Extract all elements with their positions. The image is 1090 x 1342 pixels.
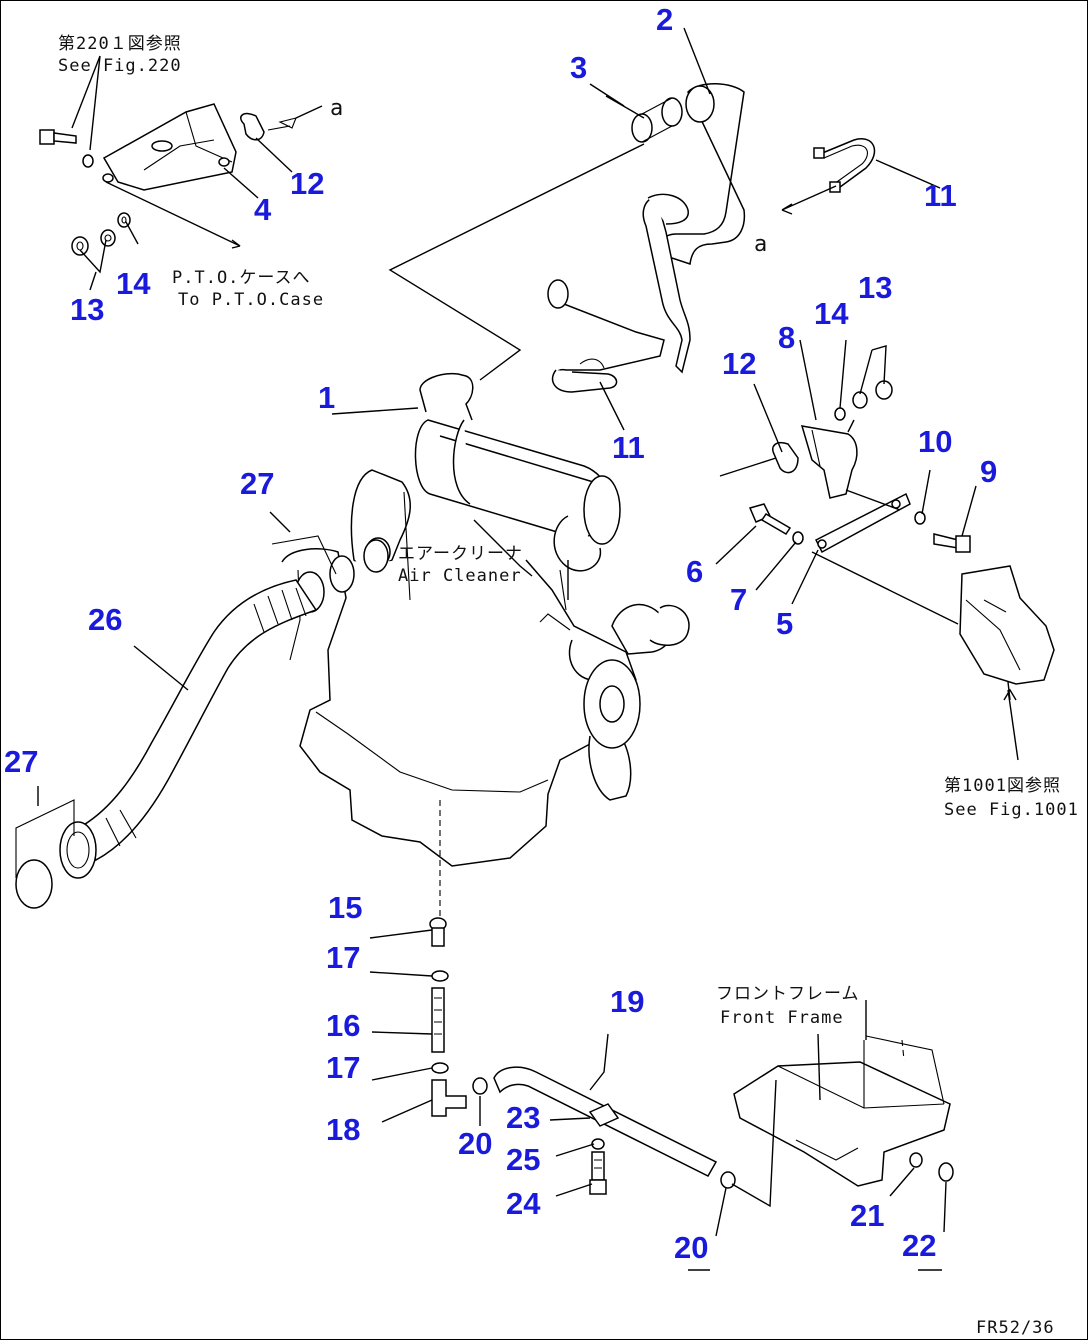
bracket-8: [772, 425, 858, 499]
hose-3: [631, 97, 683, 143]
callout-27-upper: 27: [240, 466, 275, 501]
note-fig220-jp: 第220１図参照: [58, 34, 182, 54]
note-aircleaner-jp: エアークリーナ: [398, 544, 523, 564]
callout-11-upper: 11: [924, 178, 957, 213]
callout-26: 26: [88, 602, 123, 637]
drain-parts: [429, 800, 736, 1195]
callout-12-upper: 12: [290, 166, 325, 201]
callout-1: 1: [318, 380, 336, 415]
callout-14-left: 14: [116, 266, 151, 301]
callout-23: 23: [506, 1100, 541, 1135]
intake-hose-26: [59, 579, 318, 879]
callout-3: 3: [570, 50, 588, 85]
cooling-fan: [568, 603, 690, 801]
note-fig220-en: See Fig.220: [58, 56, 182, 76]
note-frame-jp: フロントフレーム: [716, 984, 860, 1004]
clamp-12-right: [719, 457, 777, 477]
u-bolt-11-upper: [813, 138, 876, 193]
callout-15: 15: [328, 890, 363, 925]
callout-25: 25: [506, 1142, 541, 1177]
callout-16: 16: [326, 1008, 361, 1043]
nuts-washers-13-14-left: [71, 212, 131, 256]
clamp-27-lower: [15, 799, 75, 909]
callout-10: 10: [918, 424, 953, 459]
clamp-12-top: [240, 112, 297, 141]
callout-13-left: 13: [70, 292, 105, 327]
bolt-9: [914, 511, 971, 553]
note-pto-jp: P.T.O.ケースへ: [172, 268, 311, 288]
callout-14-right: 14: [814, 296, 849, 331]
clamps-27-upper: [271, 535, 389, 613]
callout-2: 2: [656, 2, 674, 37]
ref-mark-a-top: a: [330, 96, 345, 121]
callout-27-lower: 27: [4, 744, 39, 779]
callout-11-lower: 11: [612, 430, 645, 465]
callout-6: 6: [686, 554, 704, 589]
callout-7: 7: [730, 582, 748, 617]
note-fig1001-en: See Fig.1001: [944, 800, 1079, 820]
callout-22: 22: [902, 1228, 937, 1263]
bolt-6: [748, 503, 804, 545]
note-aircleaner-en: Air Cleaner: [398, 566, 522, 586]
bracket-assembly-4: [102, 103, 237, 191]
mount-bracket-fig1001: [959, 565, 1055, 685]
callout-4: 4: [254, 192, 272, 227]
callout-5: 5: [776, 606, 794, 641]
callout-20-left: 20: [458, 1126, 493, 1161]
callout-8: 8: [778, 320, 796, 355]
callout-19: 19: [610, 984, 645, 1019]
note-frame-en: Front Frame: [720, 1008, 844, 1028]
note-pto-en: To P.T.O.Case: [178, 290, 325, 310]
intake-pipe-2: [642, 83, 746, 374]
note-fig1001-jp: 第1001図参照: [944, 776, 1061, 796]
callout-24: 24: [506, 1186, 541, 1221]
bolt-top-left: [39, 129, 94, 168]
ref-mark-a-right: a: [754, 232, 769, 257]
intake-tube-lower: [547, 279, 665, 393]
callout-20-right: 20: [674, 1230, 709, 1265]
callout-18: 18: [326, 1112, 361, 1147]
callout-17-upper: 17: [326, 940, 361, 975]
callout-21: 21: [850, 1198, 885, 1233]
front-frame: [733, 1035, 954, 1187]
callout-12-right: 12: [722, 346, 757, 381]
callout-13-right: 13: [858, 270, 893, 305]
nuts-13-14-right: [834, 380, 893, 421]
callout-17-lower: 17: [326, 1050, 361, 1085]
plate-5: [814, 492, 911, 554]
engine-block: [281, 469, 637, 867]
callout-9: 9: [980, 454, 998, 489]
air-cleaner: [414, 372, 621, 572]
document-code: FR52/36: [976, 1318, 1055, 1338]
